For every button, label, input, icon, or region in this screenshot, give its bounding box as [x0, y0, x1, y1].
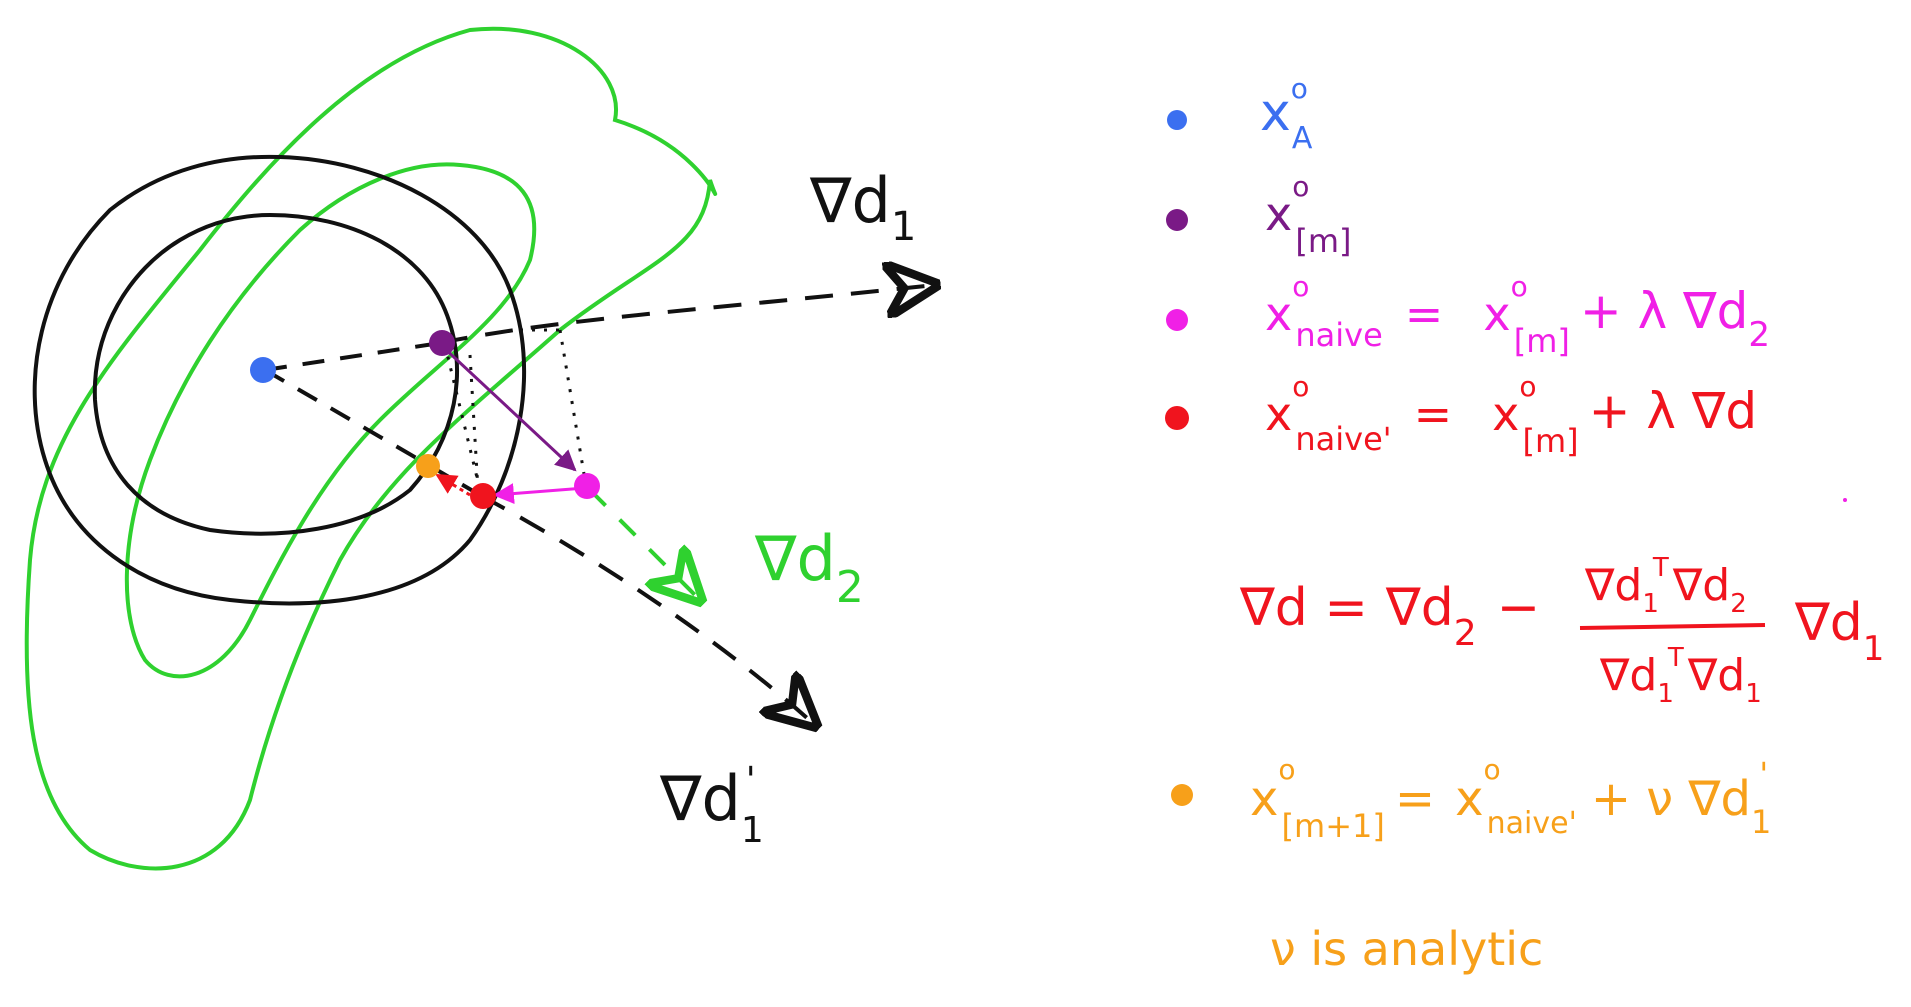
svg-text:∇d1T∇d2: ∇d1T∇d2 [1584, 553, 1747, 619]
arrow-grad-d1 [439, 285, 935, 345]
dashed-blue-to-purple [264, 341, 441, 372]
dotted-line-1 [443, 344, 482, 491]
arrow-purple-to-magenta [440, 344, 577, 472]
stray-mark [1843, 498, 1847, 502]
svg-text:∇d1T∇d1: ∇d1T∇d1 [1599, 643, 1762, 709]
dashed-blue-to-red [263, 368, 482, 497]
svg-text:∇d =∇d2−: ∇d =∇d2− [1239, 578, 1540, 654]
point-xm [429, 330, 455, 356]
arrow-grad-d2 [588, 488, 700, 600]
svg-text:∇d1: ∇d1 [1794, 593, 1884, 669]
legend-dot-xm1 [1171, 784, 1193, 806]
point-xA [250, 357, 276, 383]
arrow-magenta-to-red [492, 483, 586, 505]
black-contour-outer [32, 154, 527, 606]
legend-note: ν is analytic [1270, 922, 1543, 976]
green-contour-outer [24, 26, 718, 871]
formula-grad-d: ∇d =∇d2− ∇d1T∇d2 ∇d1T∇d1 ∇d1 [1239, 553, 1884, 709]
label-grad-d2: ∇d2 [754, 522, 864, 613]
label-grad-d1: ∇d1 [809, 164, 916, 250]
black-contour-inner [92, 212, 460, 536]
green-contour-inner [124, 162, 537, 679]
legend-dot-xnaivep [1165, 406, 1189, 430]
legend-xm: xo[m] [1265, 170, 1352, 260]
legend-dot-xA [1167, 110, 1187, 130]
point-xnaivep [470, 483, 496, 509]
legend-dot-xm [1166, 209, 1188, 231]
arrow-red-to-orange [435, 473, 471, 497]
legend-dot-xnaive [1166, 309, 1188, 331]
label-grad-d1-prime: ∇d1' [659, 760, 764, 851]
dotted-line-3 [558, 329, 587, 481]
point-xm1 [416, 454, 440, 478]
point-xnaive [574, 473, 600, 499]
